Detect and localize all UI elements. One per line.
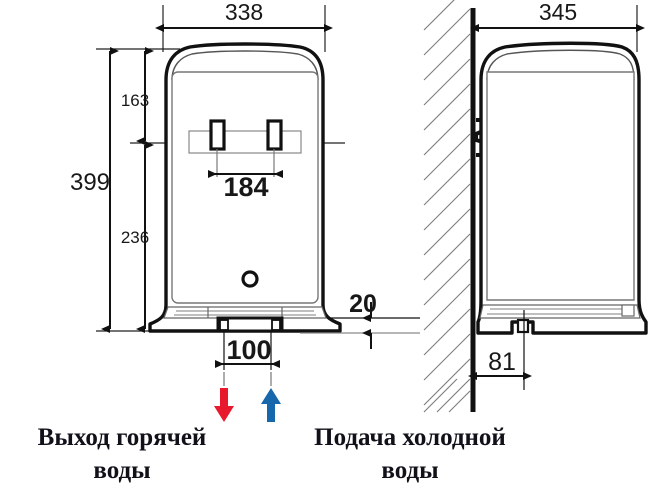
dimension-height-399: 399 bbox=[70, 47, 119, 333]
hot-water-label-line1: Выход горячей bbox=[38, 424, 207, 451]
wall-mount-bar bbox=[188, 119, 302, 154]
tank-side-panel bbox=[486, 71, 635, 301]
dimension-label-pipe-drop: 20 bbox=[349, 290, 377, 318]
wall-hatching bbox=[423, 0, 471, 413]
dimension-label-bracket-span: 184 bbox=[223, 172, 268, 202]
cold-water-label-line1: Подача холодной bbox=[314, 424, 506, 451]
dimension-height-236: 236 bbox=[121, 141, 154, 333]
dimension-bracket-184: 184 bbox=[208, 149, 283, 202]
mount-slot-right bbox=[266, 119, 283, 151]
mount-slot-left bbox=[209, 119, 226, 151]
dimension-label-height-total: 399 bbox=[70, 169, 110, 196]
side-pipe-connection bbox=[516, 318, 530, 334]
bottom-pipe-connections bbox=[216, 316, 284, 333]
dimension-label-depth: 345 bbox=[539, 0, 577, 25]
front-view: 338 399 163 236 bbox=[70, 0, 420, 370]
cold-water-arrow-up-icon bbox=[261, 388, 281, 422]
tank-side-bottom-strip bbox=[479, 304, 641, 319]
dimension-depth-345: 345 bbox=[470, 0, 645, 32]
tank-side-rim-line bbox=[486, 49, 635, 81]
side-view: 345 81 bbox=[423, 0, 648, 413]
dimension-label-pipe-from-wall: 81 bbox=[488, 348, 516, 376]
cold-water-callout: Подача холодной воды bbox=[261, 372, 506, 484]
dimension-pipe-from-wall-81: 81 bbox=[468, 310, 532, 390]
tank-bottom-strip bbox=[163, 306, 327, 319]
dimension-height-163: 163 bbox=[121, 47, 154, 145]
dimension-label-height-upper: 163 bbox=[121, 91, 149, 110]
hot-water-callout: Выход горячей воды bbox=[38, 372, 234, 484]
indicator-lamp-icon bbox=[241, 270, 259, 288]
callouts: Выход горячей воды Подача холодной воды bbox=[38, 372, 506, 484]
cold-water-label-line2: воды bbox=[381, 457, 438, 484]
cold-water-pipe bbox=[271, 319, 281, 331]
hot-water-pipe bbox=[219, 319, 229, 331]
dimension-width-338: 338 bbox=[155, 0, 333, 32]
dimension-pipe-drop-20: 20 bbox=[300, 290, 420, 349]
dimension-pipe-span-100: 100 bbox=[215, 331, 280, 370]
hot-water-arrow-down-icon bbox=[214, 388, 234, 422]
dimension-label-pipe-span: 100 bbox=[226, 335, 271, 365]
tank-top-rim-line bbox=[171, 50, 319, 81]
dimension-label-width: 338 bbox=[225, 0, 263, 25]
dimension-label-height-lower: 236 bbox=[121, 228, 149, 247]
hot-water-label-line2: воды bbox=[93, 457, 150, 484]
